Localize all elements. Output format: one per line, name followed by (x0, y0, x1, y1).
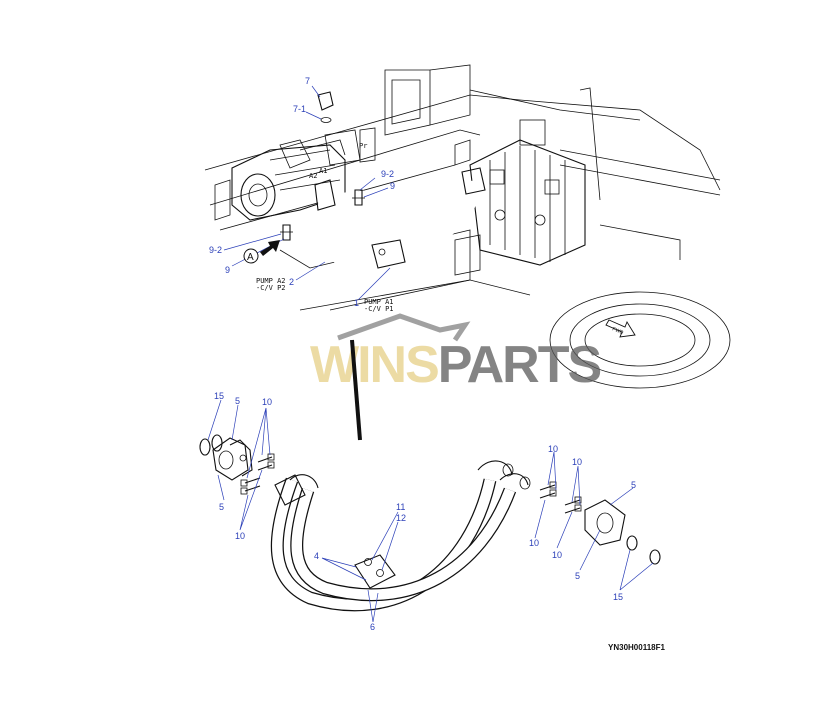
pressure-hoses-exploded (270, 460, 531, 612)
callout-6: 6 (370, 622, 375, 632)
callout-1: 1 (354, 298, 359, 308)
port-label-pr: Pr (359, 142, 367, 150)
callout-10-right-d: 10 (552, 550, 562, 560)
callout-15-right: 15 (613, 592, 623, 602)
fittings-top (280, 91, 365, 241)
callout-9-left: 9 (225, 265, 230, 275)
fwd-label: FWD (611, 326, 624, 336)
swing-bearing (549, 291, 731, 389)
label-pump-a1: PUMP A1 (364, 298, 394, 306)
view-a-label: A (247, 252, 254, 263)
callout-2: 2 (289, 277, 294, 287)
port-label-a1: A1 (319, 167, 327, 175)
control-valve (469, 119, 586, 266)
port-label-a2: A2 (309, 172, 317, 180)
view-a-marker: A (243, 240, 280, 264)
callout-5-left-bottom: 5 (219, 502, 224, 512)
watermark: WINSPARTS (310, 313, 602, 394)
callout-10-left-bottom: 10 (235, 531, 245, 541)
leaders-bottom (207, 399, 654, 623)
callout-7-1: 7-1 (293, 104, 306, 114)
callout-4: 4 (314, 551, 319, 561)
callout-11: 11 (396, 502, 405, 512)
callout-9-2: 9-2 (381, 169, 394, 179)
fwd-arrow-icon (605, 319, 636, 338)
callout-5-right-top: 5 (631, 480, 636, 490)
callout-5-right-bottom: 5 (575, 571, 580, 581)
view-connector (350, 339, 362, 441)
callout-15-left: 15 (214, 391, 224, 401)
callouts-top: 7 7-1 9-2 9 9-2 9 2 1 (209, 76, 395, 308)
callout-12: 12 (396, 513, 406, 523)
callout-7: 7 (305, 76, 310, 86)
callout-10-right-c: 10 (529, 538, 539, 548)
watermark-part1: WINSPARTS (310, 336, 600, 394)
label-cv-p2: -C/V P2 (256, 284, 286, 292)
drawing-code: YN30H00118F1 (608, 643, 665, 652)
callouts-bottom: 15 5 10 5 10 11 12 4 6 10 10 10 10 5 5 1… (214, 391, 636, 632)
callout-9: 9 (390, 181, 395, 191)
label-cv-p1: -C/V P1 (364, 305, 394, 313)
callout-10-right-a: 10 (548, 444, 558, 454)
view-arrow-icon (260, 240, 280, 256)
callout-5-left-top: 5 (235, 396, 240, 406)
callout-10-left-top: 10 (262, 397, 272, 407)
pressure-hoses-top (314, 167, 486, 270)
label-pump-a2: PUMP A2 (256, 277, 286, 285)
callout-9-2-left: 9-2 (209, 245, 222, 255)
fwd-arrow: FWD (605, 319, 636, 338)
hose-labels: PUMP A2 -C/V P2 PUMP A1 -C/V P1 (256, 277, 394, 313)
callout-10-right-b: 10 (572, 457, 582, 467)
